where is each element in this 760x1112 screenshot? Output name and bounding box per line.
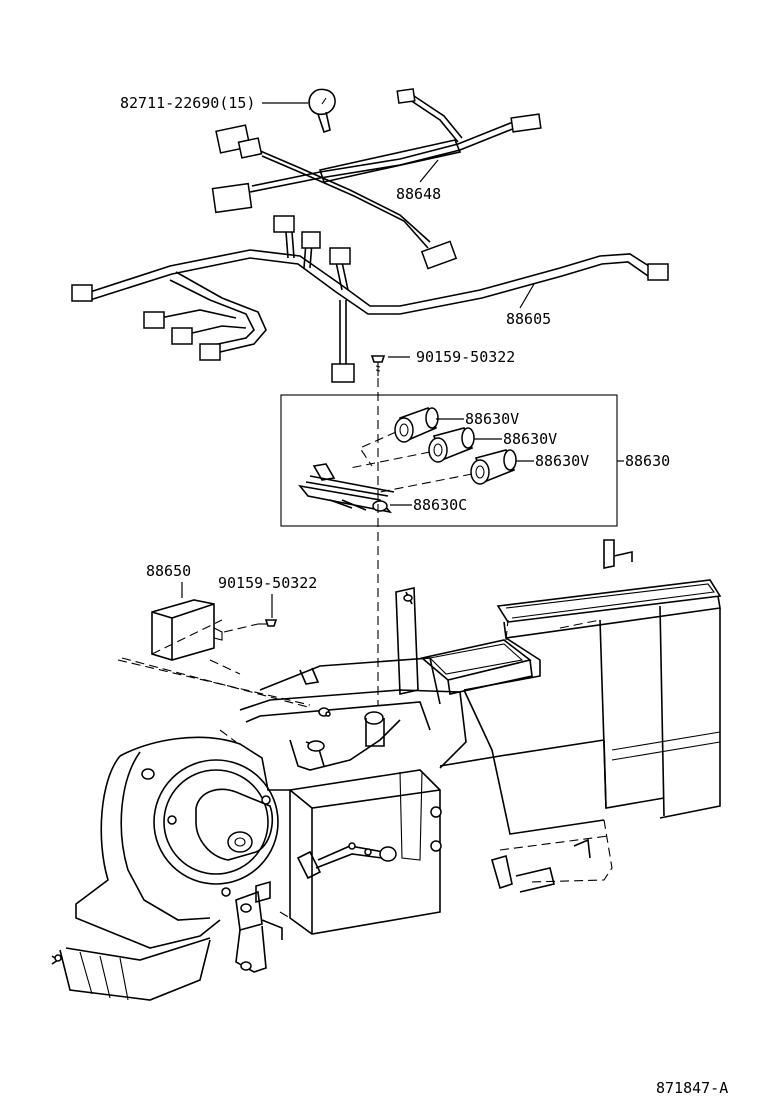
valve-guide-lines xyxy=(349,431,473,493)
clamp-part xyxy=(308,88,336,134)
screw-upper-part-number: 90159-50322 xyxy=(416,348,515,366)
valve-bracket xyxy=(298,463,395,514)
amplifier-part-number: 88650 xyxy=(146,562,191,580)
housing-hidden-lines xyxy=(121,619,613,919)
valve-3-part-number: 88630V xyxy=(535,452,589,470)
valve-bracket-part-number: 88630C xyxy=(413,496,467,514)
clamp-part-number: 82711-22690(15) xyxy=(120,94,255,112)
valve-3 xyxy=(470,449,517,485)
valve-1-part-number: 88630V xyxy=(465,410,519,428)
harness-upper-part-number: 88648 xyxy=(396,185,441,203)
upper-screw xyxy=(370,355,386,376)
valve-2-part-number: 88630V xyxy=(503,430,557,448)
lower-screw xyxy=(258,619,278,627)
heater-unit-housing xyxy=(51,539,722,1001)
harness-upper-leader xyxy=(419,159,439,183)
amplifier-mount-lines xyxy=(117,619,311,706)
valve-2 xyxy=(428,427,475,463)
main-wire-harness xyxy=(71,215,669,383)
amplifier-unit xyxy=(151,599,223,661)
screw-lower-part-number: 90159-50322 xyxy=(218,574,317,592)
harness-main-part-number: 88605 xyxy=(506,310,551,328)
valve-1 xyxy=(394,406,439,443)
valve-assembly-part-number: 88630 xyxy=(625,452,670,470)
upper-wire-harness xyxy=(211,88,542,270)
figure-id: 871847-A xyxy=(656,1079,728,1097)
harness-main-leader xyxy=(519,283,535,309)
